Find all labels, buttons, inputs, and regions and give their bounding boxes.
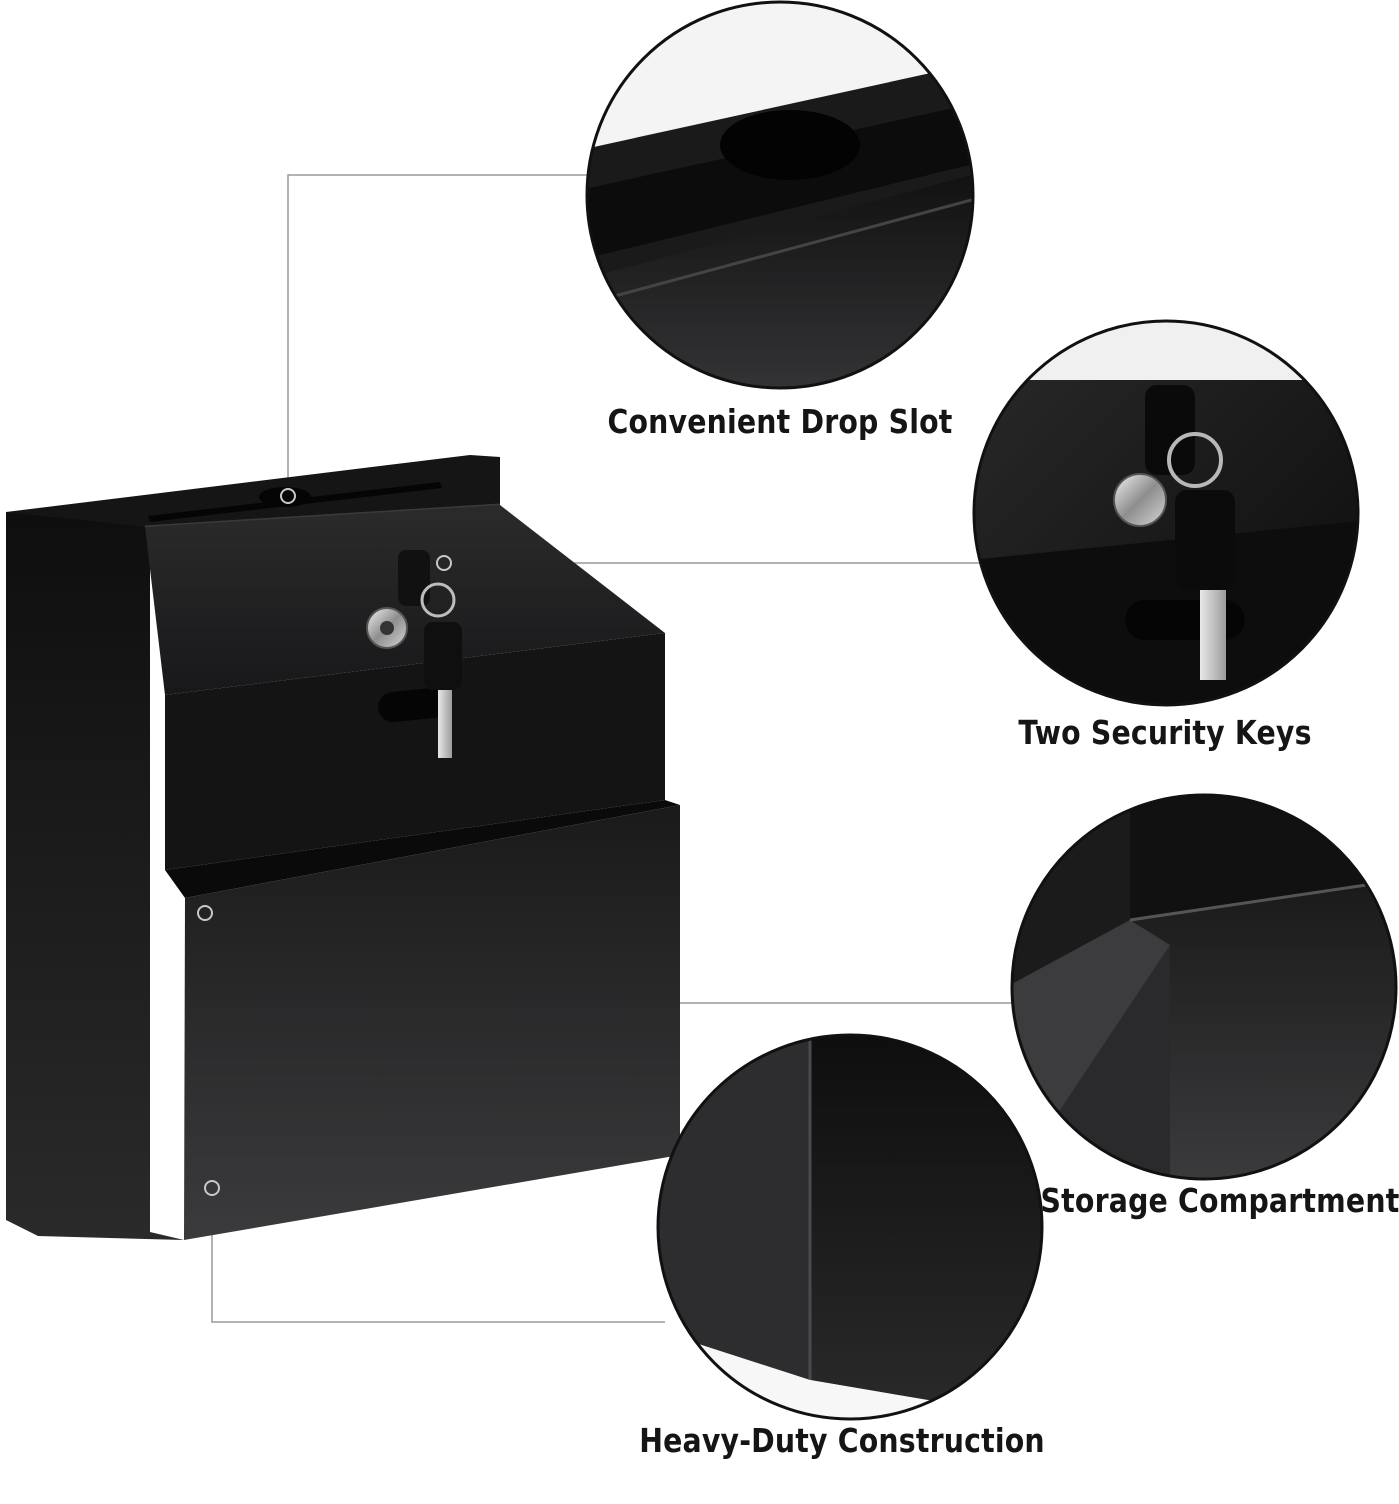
feature-label-drop-slot: Convenient Drop Slot [607,402,953,441]
detail-circle-storage [1010,793,1398,1181]
feature-label-heavy-duty: Heavy-Duty Construction [639,1421,1045,1460]
detail-circle-drop-slot [585,0,975,390]
feature-label-storage-compartment: Storage Compartment [1040,1181,1399,1220]
lockbox [6,455,680,1240]
pocket-inner [165,800,680,898]
box-lower-front [184,805,680,1240]
front-cutout [378,687,448,723]
callout-dot-heavy-duty [204,1180,220,1196]
lid-slot-hole [259,487,311,507]
callout-dot-security-keys [436,555,452,571]
box-upper-front [165,633,665,870]
box-side-panel [6,510,184,1240]
callout-dot-storage [197,905,213,921]
detail-circle-security-keys [972,319,1360,707]
box-top-lid [6,455,500,527]
key-icon [398,550,462,758]
detail-circle-heavy-duty [656,1033,1044,1421]
callout-dot-drop-slot [280,488,296,504]
feature-label-security-keys: Two Security Keys [1018,713,1312,752]
callout-line-drop-slot [287,174,588,494]
